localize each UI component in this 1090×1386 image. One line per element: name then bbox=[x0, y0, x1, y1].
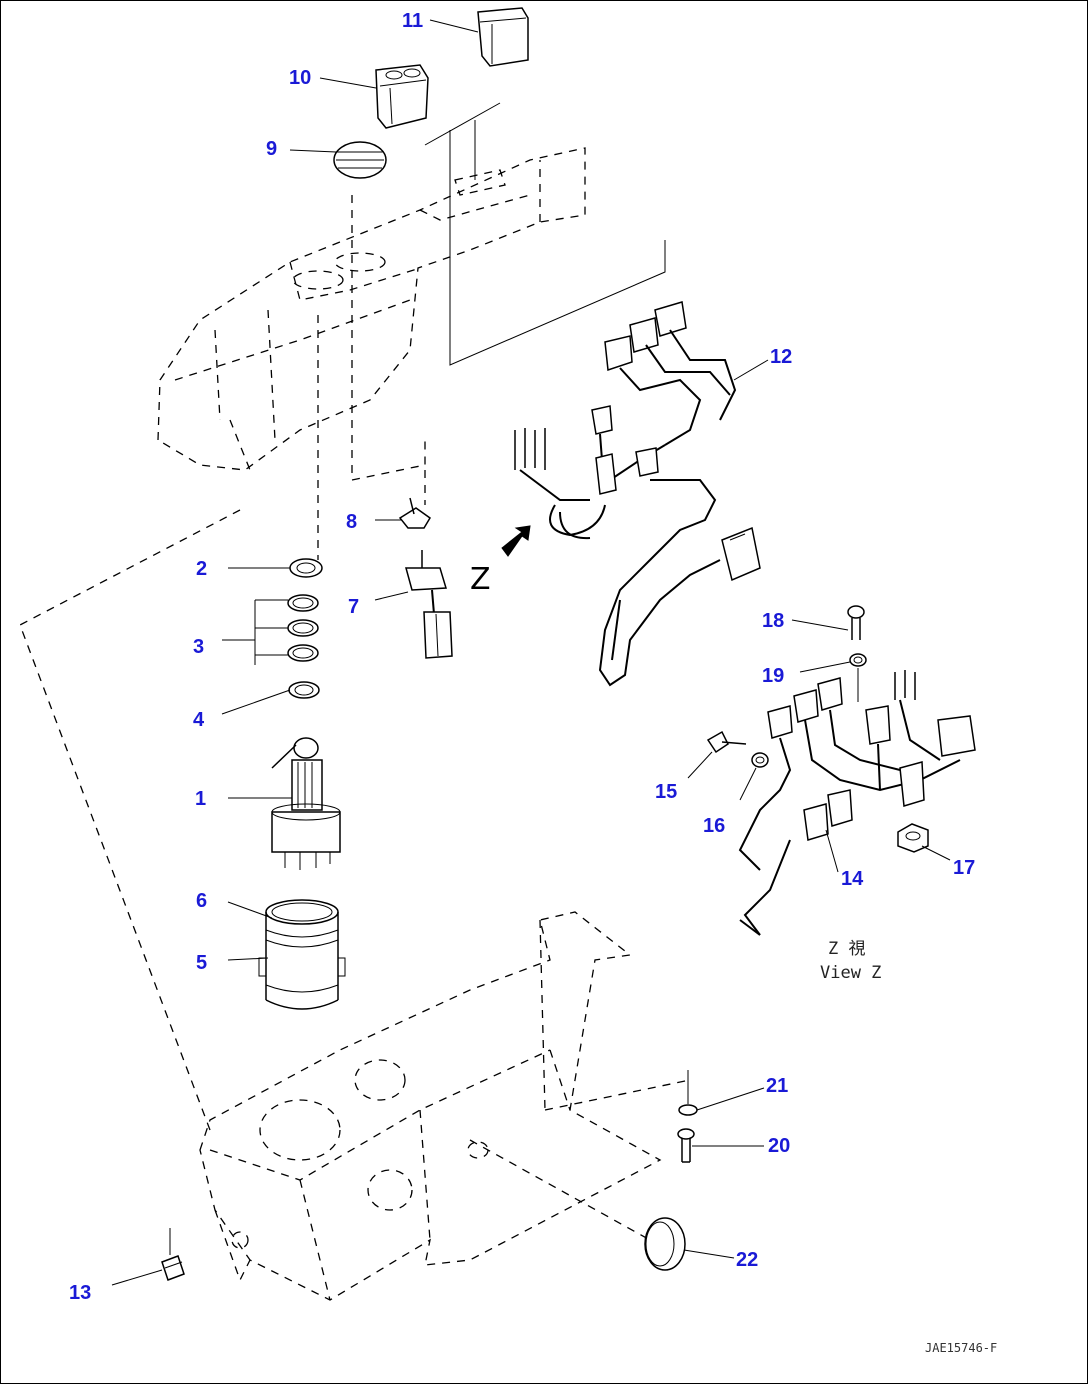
part-18-bolt bbox=[847, 605, 865, 640]
callout-7: 7 bbox=[348, 596, 360, 618]
part-22-cap bbox=[644, 1217, 686, 1271]
part-21-washer bbox=[678, 1070, 698, 1116]
callout-16: 16 bbox=[703, 815, 726, 837]
callout-6: 6 bbox=[196, 890, 208, 912]
leader-lines bbox=[111, 19, 951, 1286]
part-11-switch bbox=[477, 7, 529, 67]
callout-22: 22 bbox=[736, 1249, 759, 1271]
part-20-bolt bbox=[677, 1128, 695, 1163]
part-17-nut bbox=[897, 823, 929, 853]
callout-18: 18 bbox=[762, 610, 785, 632]
callout-14: 14 bbox=[841, 868, 864, 890]
part-8-clip bbox=[398, 497, 431, 529]
part-13-clip bbox=[161, 1228, 185, 1281]
callout-17: 17 bbox=[953, 857, 976, 879]
callout-12: 12 bbox=[770, 346, 793, 368]
callout-1: 1 bbox=[195, 788, 207, 810]
lower-console-frame bbox=[199, 911, 691, 1301]
part-7-sensor bbox=[405, 550, 453, 659]
callout-13: 13 bbox=[69, 1282, 92, 1304]
part-19-washer bbox=[849, 653, 867, 702]
callout-3: 3 bbox=[193, 636, 205, 658]
view-z-letter: Z bbox=[470, 562, 491, 597]
callout-19: 19 bbox=[762, 665, 785, 687]
callout-4: 4 bbox=[193, 709, 205, 731]
part-9-cap bbox=[333, 141, 387, 179]
callout-21: 21 bbox=[766, 1075, 789, 1097]
callout-9: 9 bbox=[266, 138, 278, 160]
part-10-switch bbox=[375, 64, 429, 129]
part-5-6-housing bbox=[258, 899, 346, 1010]
upper-console-cover bbox=[157, 147, 586, 471]
callout-10: 10 bbox=[289, 67, 312, 89]
view-z-caption: View Z bbox=[820, 963, 882, 983]
drawing-number: JAE15746-F bbox=[925, 1341, 998, 1355]
part-12-harness bbox=[514, 301, 761, 687]
view-z-caption-jp: Z 視 bbox=[828, 939, 866, 959]
part-15-bolt bbox=[706, 730, 747, 754]
callout-15: 15 bbox=[655, 781, 678, 803]
part-1-key-switch bbox=[271, 737, 341, 870]
callout-8: 8 bbox=[346, 511, 358, 533]
callout-2: 2 bbox=[196, 558, 208, 580]
part-14-harness-view-z bbox=[738, 670, 976, 936]
callout-11: 11 bbox=[402, 10, 424, 32]
callout-20: 20 bbox=[768, 1135, 791, 1157]
part-4-ring bbox=[288, 681, 320, 699]
part-2-ring bbox=[289, 558, 323, 578]
part-16-washer bbox=[751, 752, 769, 768]
callout-5: 5 bbox=[196, 952, 208, 974]
part-3-rings bbox=[287, 594, 319, 662]
